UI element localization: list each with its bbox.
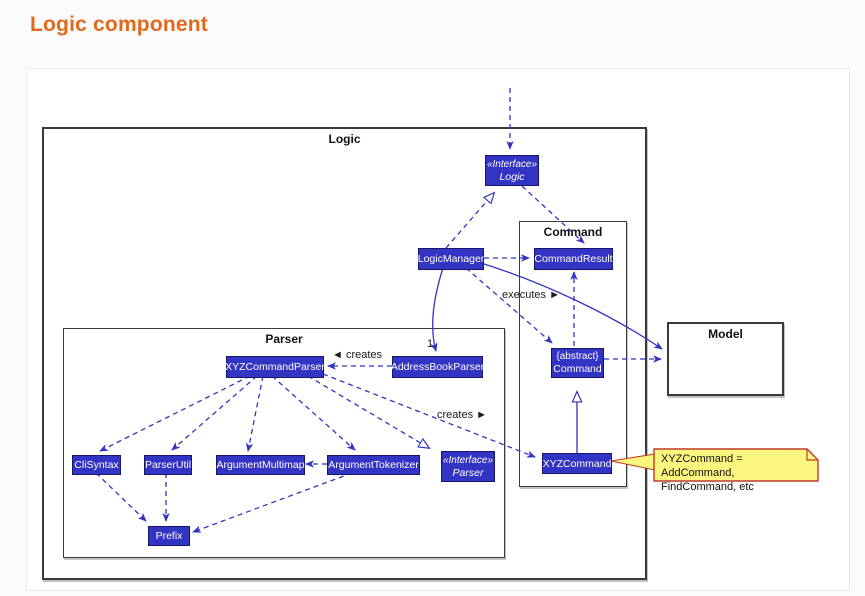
logic-interface-name: Logic	[499, 170, 525, 183]
xyzcommandparser-name: XYZCommandParser	[225, 361, 325, 373]
class-logicmanager: LogicManager	[418, 248, 484, 270]
addressbookparser-name: AddressBookParser	[390, 361, 485, 373]
label-multiplicity-one: 1	[427, 338, 434, 350]
label-creates-left: ◄ creates	[332, 349, 383, 361]
logic-frame: Logic	[42, 127, 647, 580]
class-commandresult: CommandResult	[534, 248, 613, 270]
note-line-1: XYZCommand = AddCommand,	[661, 453, 743, 479]
logic-frame-label: Logic	[328, 132, 361, 146]
class-clisyntax: CliSyntax	[72, 455, 121, 475]
abstract-command-name: Command	[553, 363, 602, 375]
class-parserutil: ParserUtil	[144, 455, 192, 475]
label-creates-right: creates ►	[437, 409, 488, 421]
note-line-2: FindCommand, etc	[661, 481, 754, 493]
parser-interface-name: Parser	[452, 466, 484, 479]
command-frame-label: Command	[543, 225, 603, 239]
logic-interface-stereotype: «Interface»	[486, 158, 538, 170]
class-argumentmultimap: ArgumentMultimap	[216, 455, 305, 475]
class-addressbookparser: AddressBookParser	[390, 356, 485, 378]
logicmanager-name: LogicManager	[417, 253, 485, 265]
prefix-name: Prefix	[155, 530, 183, 542]
argumentmultimap-name: ArgumentMultimap	[216, 459, 305, 471]
class-prefix: Prefix	[148, 526, 190, 546]
abstract-command-stereotype: {abstract}	[556, 351, 599, 362]
model-frame: Model	[667, 322, 784, 396]
model-frame-label: Model	[708, 327, 743, 341]
parser-interface-stereotype: «Interface»	[442, 454, 494, 466]
argumenttokenizer-name: ArgumentTokenizer	[328, 459, 419, 471]
class-xyzcommandparser: XYZCommandParser	[225, 356, 325, 378]
commandresult-name: CommandResult	[534, 253, 613, 265]
label-executes: executes ►	[502, 289, 560, 301]
class-parser-interface: «Interface» Parser	[441, 451, 495, 482]
parser-frame-label: Parser	[265, 332, 303, 346]
class-abstract-command: {abstract} Command	[551, 348, 604, 378]
class-argumenttokenizer: ArgumentTokenizer	[327, 455, 420, 475]
parserutil-name: ParserUtil	[144, 459, 192, 471]
clisyntax-name: CliSyntax	[74, 459, 119, 471]
class-xyzcommand: XYZCommand	[542, 453, 612, 474]
page-title: Logic component	[30, 13, 208, 36]
xyzcommand-note: XYZCommand = AddCommand, FindCommand, et…	[661, 452, 817, 494]
xyzcommand-name: XYZCommand	[542, 457, 612, 470]
class-logic-interface: «Interface» Logic	[485, 155, 539, 186]
